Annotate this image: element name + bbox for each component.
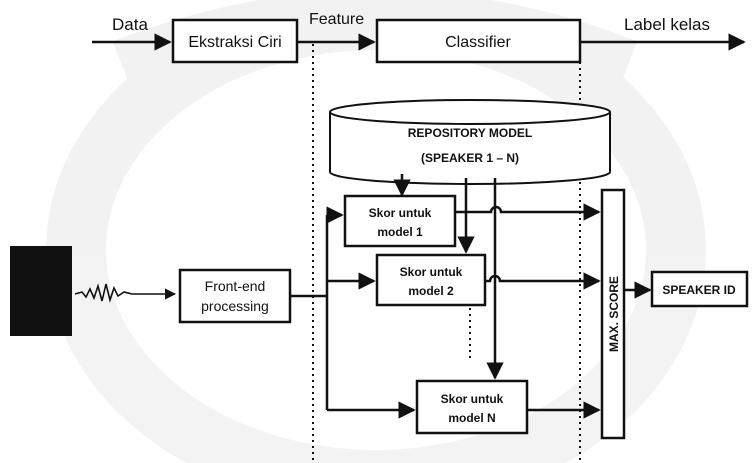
speaker-id-label: SPEAKER ID bbox=[662, 283, 736, 297]
model1-output-arrow bbox=[455, 207, 599, 212]
score-box-2-line2: model 2 bbox=[408, 284, 454, 298]
score-box-2-line1: Skor untuk bbox=[400, 265, 463, 279]
label-kelas-label: Label kelas bbox=[624, 15, 710, 34]
repository-cylinder bbox=[330, 100, 610, 184]
distribution-lines bbox=[290, 215, 327, 410]
data-label: Data bbox=[112, 15, 148, 34]
score-box-n-line2: model N bbox=[448, 411, 495, 425]
model2-output-arrow bbox=[485, 276, 599, 281]
score-box-model-n bbox=[417, 381, 527, 433]
feature-label: Feature bbox=[309, 11, 364, 28]
repository-line2: (SPEAKER 1 – N) bbox=[421, 151, 519, 165]
score-box-1-line2: model 1 bbox=[377, 225, 423, 239]
front-end-line2: processing bbox=[201, 298, 269, 314]
score-box-n-line1: Skor untuk bbox=[441, 392, 504, 406]
classifier-label: Classifier bbox=[445, 34, 511, 51]
front-end-line1: Front-end bbox=[205, 278, 266, 294]
feature-extraction-label: Ekstraksi Ciri bbox=[188, 34, 281, 51]
score-box-1-line1: Skor untuk bbox=[369, 206, 432, 220]
repository-line1: REPOSITORY MODEL bbox=[408, 126, 532, 140]
max-score-label: MAX. SCORE bbox=[607, 276, 621, 352]
speaker-block bbox=[10, 246, 72, 336]
